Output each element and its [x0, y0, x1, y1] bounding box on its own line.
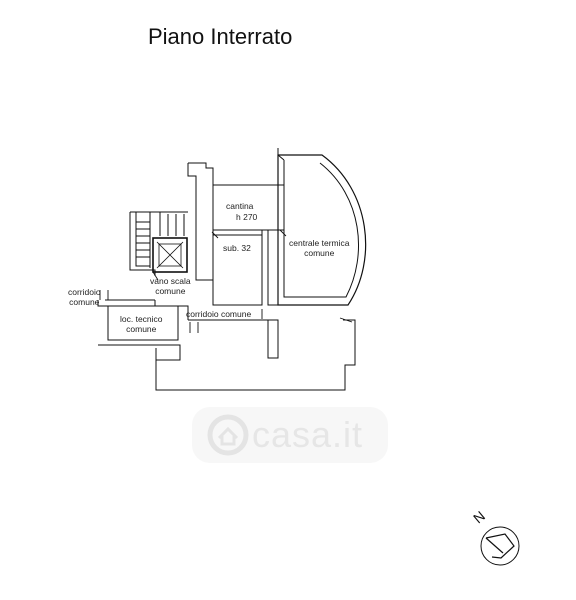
north-arrow-icon: [480, 526, 520, 566]
sub32-room: [212, 234, 263, 306]
door-ticks: [99, 229, 353, 333]
corridoio-left-line2: comune: [69, 297, 100, 307]
corridoio-left-label: corridoio comune: [68, 287, 101, 307]
stair-treads: [136, 212, 185, 268]
house-icon: [192, 407, 388, 463]
cantina-label: cantina: [226, 201, 254, 211]
centrale-termica-room: [277, 154, 367, 306]
sub32-label: sub. 32: [223, 243, 251, 253]
outer-wall: [155, 319, 356, 391]
corridoio-left-line1: corridoio: [68, 287, 101, 297]
corridoio-center-label: corridoio comune: [186, 309, 252, 319]
centrale-termica-line2: comune: [304, 248, 335, 258]
cantina-height-label: h 270: [236, 212, 258, 222]
vano-scala-line1: vano scala: [150, 276, 191, 286]
vano-scala-label: vano scala comune: [150, 276, 191, 296]
vano-scala-line2: comune: [155, 286, 186, 296]
loc-tecnico-label: loc. tecnico comune: [120, 314, 163, 334]
loc-tecnico-room: [107, 305, 179, 341]
loc-tecnico-line2: comune: [126, 324, 157, 334]
plan-title: Piano Interrato: [148, 24, 293, 49]
elevator-shaft: [152, 237, 188, 273]
loc-tecnico-line1: loc. tecnico: [120, 314, 163, 324]
watermark-text: casa.it: [252, 414, 364, 455]
centrale-termica-line1: centrale termica: [289, 238, 350, 248]
corridor-wall: [188, 319, 279, 359]
centrale-termica-label: centrale termica comune: [289, 238, 349, 258]
stair-wall: [129, 212, 156, 276]
